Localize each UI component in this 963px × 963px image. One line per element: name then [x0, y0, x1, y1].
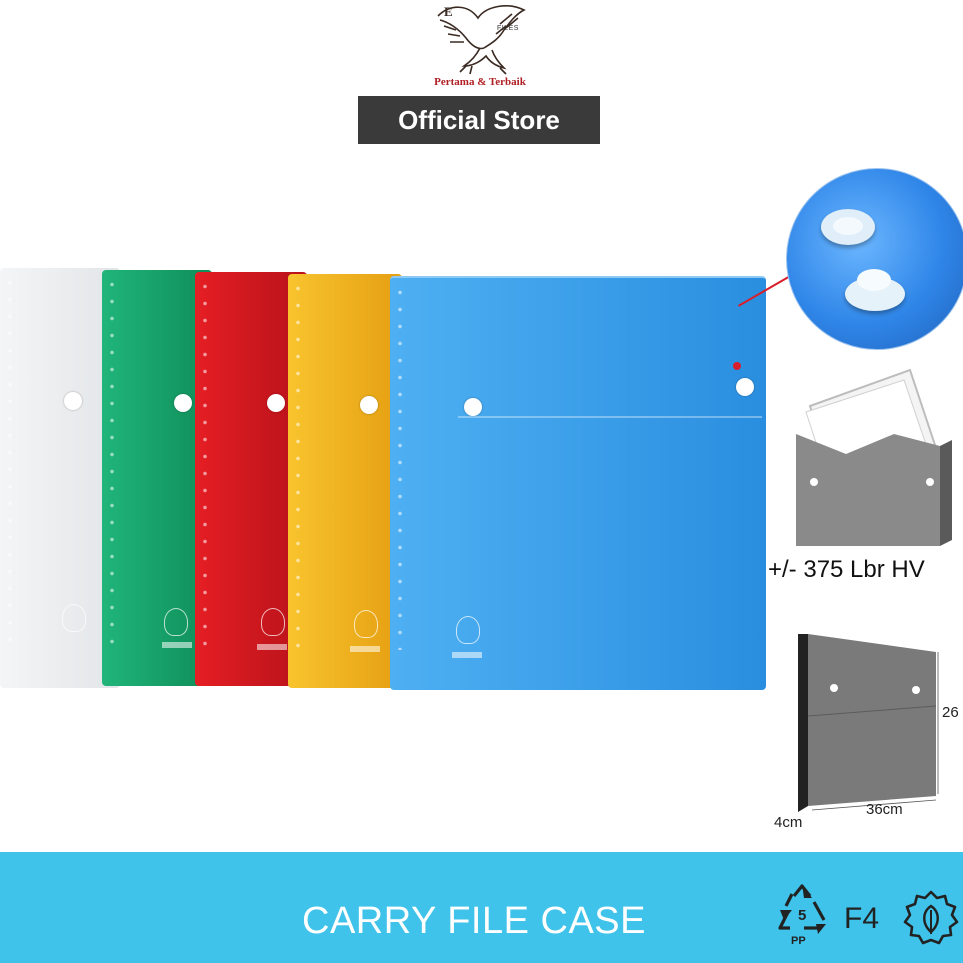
logo-files-text: FILES [497, 25, 519, 32]
capacity-illustration [796, 368, 952, 546]
eagle-logo-icon: E [437, 4, 526, 75]
size-label: F4 [844, 902, 880, 935]
product-title: CARRY FILE CASE [302, 900, 646, 942]
recycle-icon: 5 PP [778, 884, 826, 946]
file-case-green [102, 270, 212, 686]
official-store-badge: Official Store [358, 96, 600, 144]
dimension-height: 26 [942, 704, 959, 721]
svg-text:5: 5 [798, 907, 806, 924]
dimension-depth: 4cm [774, 814, 803, 831]
svg-text:PP: PP [791, 935, 806, 946]
leaf-icon [903, 890, 959, 945]
svg-text:E: E [444, 4, 453, 19]
logo-tagline: Pertama & Terbaik [434, 76, 526, 88]
file-case-yellow [288, 274, 402, 688]
dimension-illustration [798, 634, 939, 812]
bottom-banner [0, 852, 963, 963]
zoom-pointer-dot [733, 362, 741, 370]
capacity-label: +/- 375 Lbr HV [768, 556, 925, 583]
file-case-clear [0, 268, 120, 688]
button-closure-zoom [786, 168, 963, 350]
dimension-width: 36cm [866, 801, 903, 818]
file-case-blue [390, 276, 766, 690]
